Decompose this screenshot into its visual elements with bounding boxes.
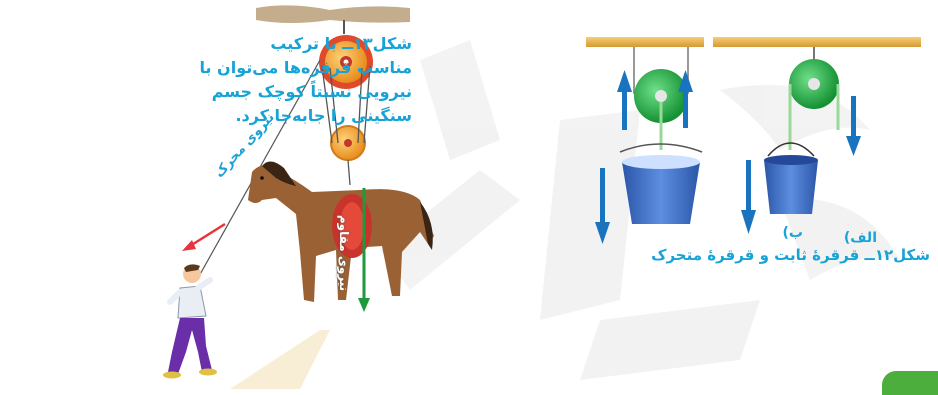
ceiling-mount <box>256 5 410 23</box>
resisting-force-label: نیروی مقاوم <box>337 215 351 291</box>
figure13-caption-line: سنگینی را جابه‌جا کرد. <box>196 104 412 128</box>
moving-force-arrow <box>182 224 225 251</box>
light-beam <box>230 330 330 389</box>
label-be: ب) <box>783 225 803 241</box>
beam-be <box>586 37 704 47</box>
figure13-caption: شکل۱۳ــ با ترکیب مناسب قرقره‌ها می‌توان … <box>196 32 412 128</box>
person <box>163 264 217 378</box>
figure13-caption-line: شکل۱۳ــ با ترکیب <box>196 32 412 56</box>
beam-alef <box>713 37 921 47</box>
green-corner-tab <box>882 371 938 395</box>
figure13-caption-line: نیرویی نسبتاً کوچک جسم <box>196 80 412 104</box>
label-alef: الف) <box>844 230 877 246</box>
figure13-caption-line: مناسب قرقره‌ها می‌توان با <box>196 56 412 80</box>
figure12-caption: شکل۱۲ــ قرقرهٔ ثابت و قرقرهٔ متحرک <box>656 246 930 264</box>
